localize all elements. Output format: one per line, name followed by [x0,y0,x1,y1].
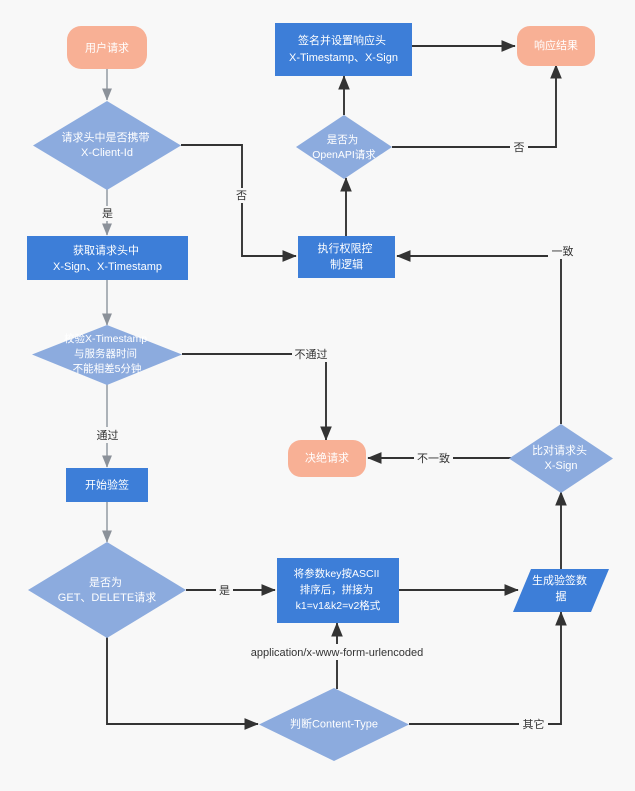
edge-label-contenttype-urlencoded: application/x-www-form-urlencoded [251,647,423,659]
edge-method-yes: 是 [186,582,276,598]
edge-method-no [106,637,259,730]
edge-label-timestamp-fail: 不通过 [295,348,328,361]
node-user-request[interactable]: 用户请求 [67,26,147,69]
edge-contenttype-other: 其它 [409,611,567,732]
edge-label-contenttype-other: 其它 [523,717,545,731]
node-judge-content-type[interactable]: 判断Content-Type [259,688,409,761]
edge-timestamp-pass: 通过 [93,384,122,468]
node-sign-and-set-headers[interactable]: 签名并设置响应头 X-Timestamp、X-Sign [275,23,412,76]
edge-label-timestamp-pass: 通过 [97,429,119,442]
edge-label-compare-match: 一致 [552,244,574,258]
edge-label-openapi-no: 否 [514,142,525,154]
node-get-headers[interactable]: 获取请求头中 X-Sign、X-Timestamp [27,236,188,280]
edge-label-clientid-no: 否 [236,190,247,202]
edge-label-compare-mismatch: 不一致 [417,451,450,465]
node-sort-params[interactable]: 将参数key按ASCII 排序后，拼接为 k1=v1&k2=v2格式 [277,558,399,623]
node-generate-sign-data[interactable]: 生成验签数 据 [513,569,609,612]
node-has-client-id[interactable]: 请求头中是否携带 X-Client-Id [33,101,181,190]
edge-label-clientid-yes: 是 [102,207,113,220]
edges-layer: 是 否 不通过 通过 [93,40,577,732]
edge-clientid-no: 否 [181,144,297,262]
node-check-timestamp[interactable]: 校验X-Timestamp 与服务器时间 不能相差5分钟 [32,325,182,385]
node-permission-control[interactable]: 执行权限控 制逻辑 [298,236,395,278]
edge-contenttype-urlencoded: application/x-www-form-urlencoded [232,622,442,689]
node-start-verify[interactable]: 开始验签 [66,468,148,502]
edge-label-method-yes: 是 [219,584,230,597]
edge-openapi-no: 否 [392,64,562,155]
edge-compare-match: 一致 [396,243,577,424]
edge-compare-mismatch: 不一致 [367,450,518,466]
node-is-get-delete[interactable]: 是否为 GET、DELETE请求 [28,542,186,638]
node-compare-x-sign[interactable]: 比对请求头 X-Sign [509,424,613,493]
node-reject-request[interactable]: 决绝请求 [288,440,366,477]
node-is-openapi[interactable]: 是否为 OpenAPI请求 [296,115,392,179]
edge-timestamp-fail: 不通过 [182,346,332,441]
node-response-result[interactable]: 响应结果 [517,26,595,66]
edge-clientid-yes: 是 [99,189,116,236]
